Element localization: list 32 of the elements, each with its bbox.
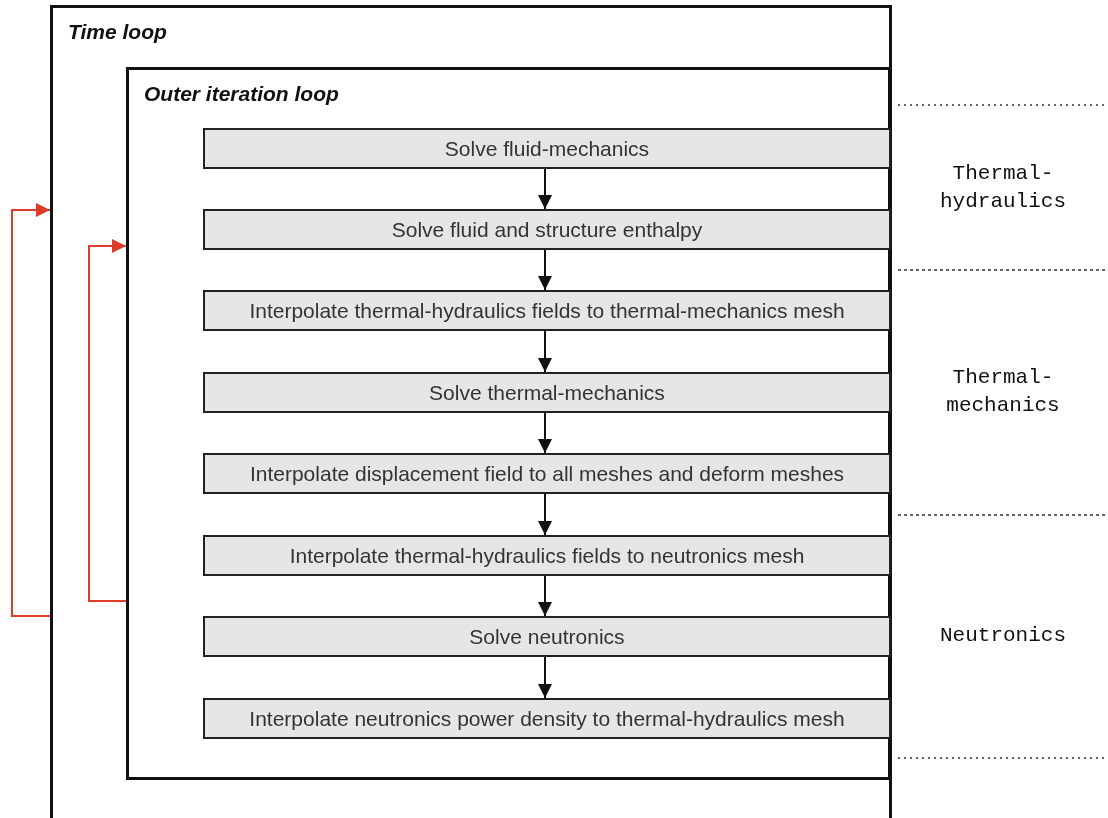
arrow — [11, 203, 51, 617]
loop-frame — [50, 5, 892, 818]
arrow — [538, 656, 552, 699]
step-label: Solve fluid and structure enthalpy — [391, 217, 703, 242]
arrow — [88, 239, 127, 602]
arrow — [538, 249, 552, 291]
arrow — [538, 575, 552, 617]
process-box — [203, 535, 891, 576]
step-label: Interpolate thermal-hydraulics fields to thermal-mechanics mesh — [249, 298, 845, 323]
process-box — [203, 616, 891, 657]
arrow — [538, 330, 552, 373]
step-label: Solve fluid-mechanics — [444, 136, 650, 161]
section-label: Thermal-mechanics — [945, 365, 1061, 419]
arrow — [538, 412, 552, 454]
arrow — [538, 168, 552, 210]
process-box — [203, 128, 891, 169]
process-box — [203, 453, 891, 494]
section-label: Thermal-hydraulics — [939, 161, 1067, 215]
loop-frame — [126, 67, 891, 780]
step-label: Interpolate displacement field to all meshes and deform meshes — [249, 461, 845, 486]
step-label: Solve thermal-mechanics — [429, 380, 665, 405]
step-label: Interpolate thermal-hydraulics fields to neutronics mesh — [289, 543, 805, 568]
section-label: Neutronics — [939, 623, 1067, 649]
loop-title: Outer iteration loop — [144, 82, 339, 106]
process-box — [203, 290, 891, 331]
step-label: Interpolate neutronics power density to thermal-hydraulics mesh — [249, 706, 845, 731]
process-box — [203, 372, 891, 413]
loop-title: Time loop — [68, 20, 167, 44]
process-box — [203, 209, 891, 250]
arrow — [538, 493, 552, 536]
process-box — [203, 698, 891, 739]
step-label: Solve neutronics — [469, 624, 625, 649]
